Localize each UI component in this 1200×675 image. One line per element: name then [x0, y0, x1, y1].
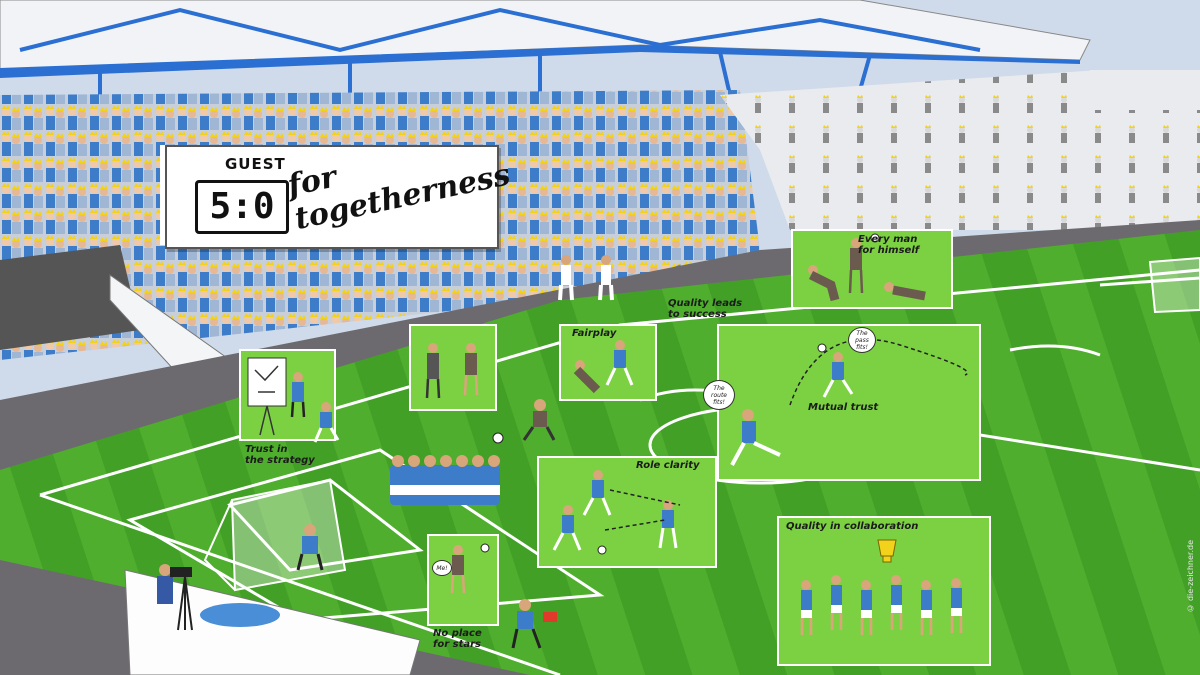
label-trust-strategy: Trust in the strategy — [245, 444, 315, 466]
label-quality-success: Quality leads to success — [668, 298, 743, 320]
left-goal — [203, 478, 347, 592]
bubble-route-fits: The route fits! — [703, 380, 735, 410]
panel-mutual-trust — [717, 324, 981, 481]
stand-tunnel — [0, 245, 140, 350]
ad-board — [124, 569, 421, 675]
label-every-man: Every man for himself — [858, 234, 920, 256]
label-no-place-stars: No place for stars — [433, 628, 482, 650]
players — [157, 255, 614, 649]
roof-trusses — [19, 7, 981, 110]
label-mutual-trust: Mutual trust — [808, 402, 879, 413]
scoreboard-score: 5:0 — [195, 180, 289, 234]
flipchart-icon — [247, 357, 287, 436]
right-stand — [720, 70, 1200, 230]
label-quality-collaboration: Quality in collaboration — [786, 521, 919, 532]
watermark: © die-zeichner.de — [1186, 540, 1195, 613]
panel-figures — [247, 233, 968, 635]
label-role-clarity: Role clarity — [636, 460, 700, 471]
bubble-me: Me! — [432, 560, 452, 576]
panel-every-man — [791, 229, 953, 309]
panel-leader — [409, 324, 497, 411]
soccer-ball-icon — [492, 432, 504, 444]
roof-girder — [0, 45, 1080, 78]
right-stand-upper — [1090, 70, 1200, 110]
camera-icon — [157, 564, 193, 631]
label-fairplay: Fairplay — [572, 328, 617, 339]
scoreboard-team-label: GUEST — [225, 155, 286, 173]
right-goal — [1148, 256, 1200, 314]
bubble-pass-fits: The pass fits! — [848, 327, 876, 353]
trophy-icon — [877, 539, 897, 563]
ad-logo — [200, 603, 280, 627]
scoreboard: GUEST 5:0 for togetherness — [165, 145, 513, 249]
